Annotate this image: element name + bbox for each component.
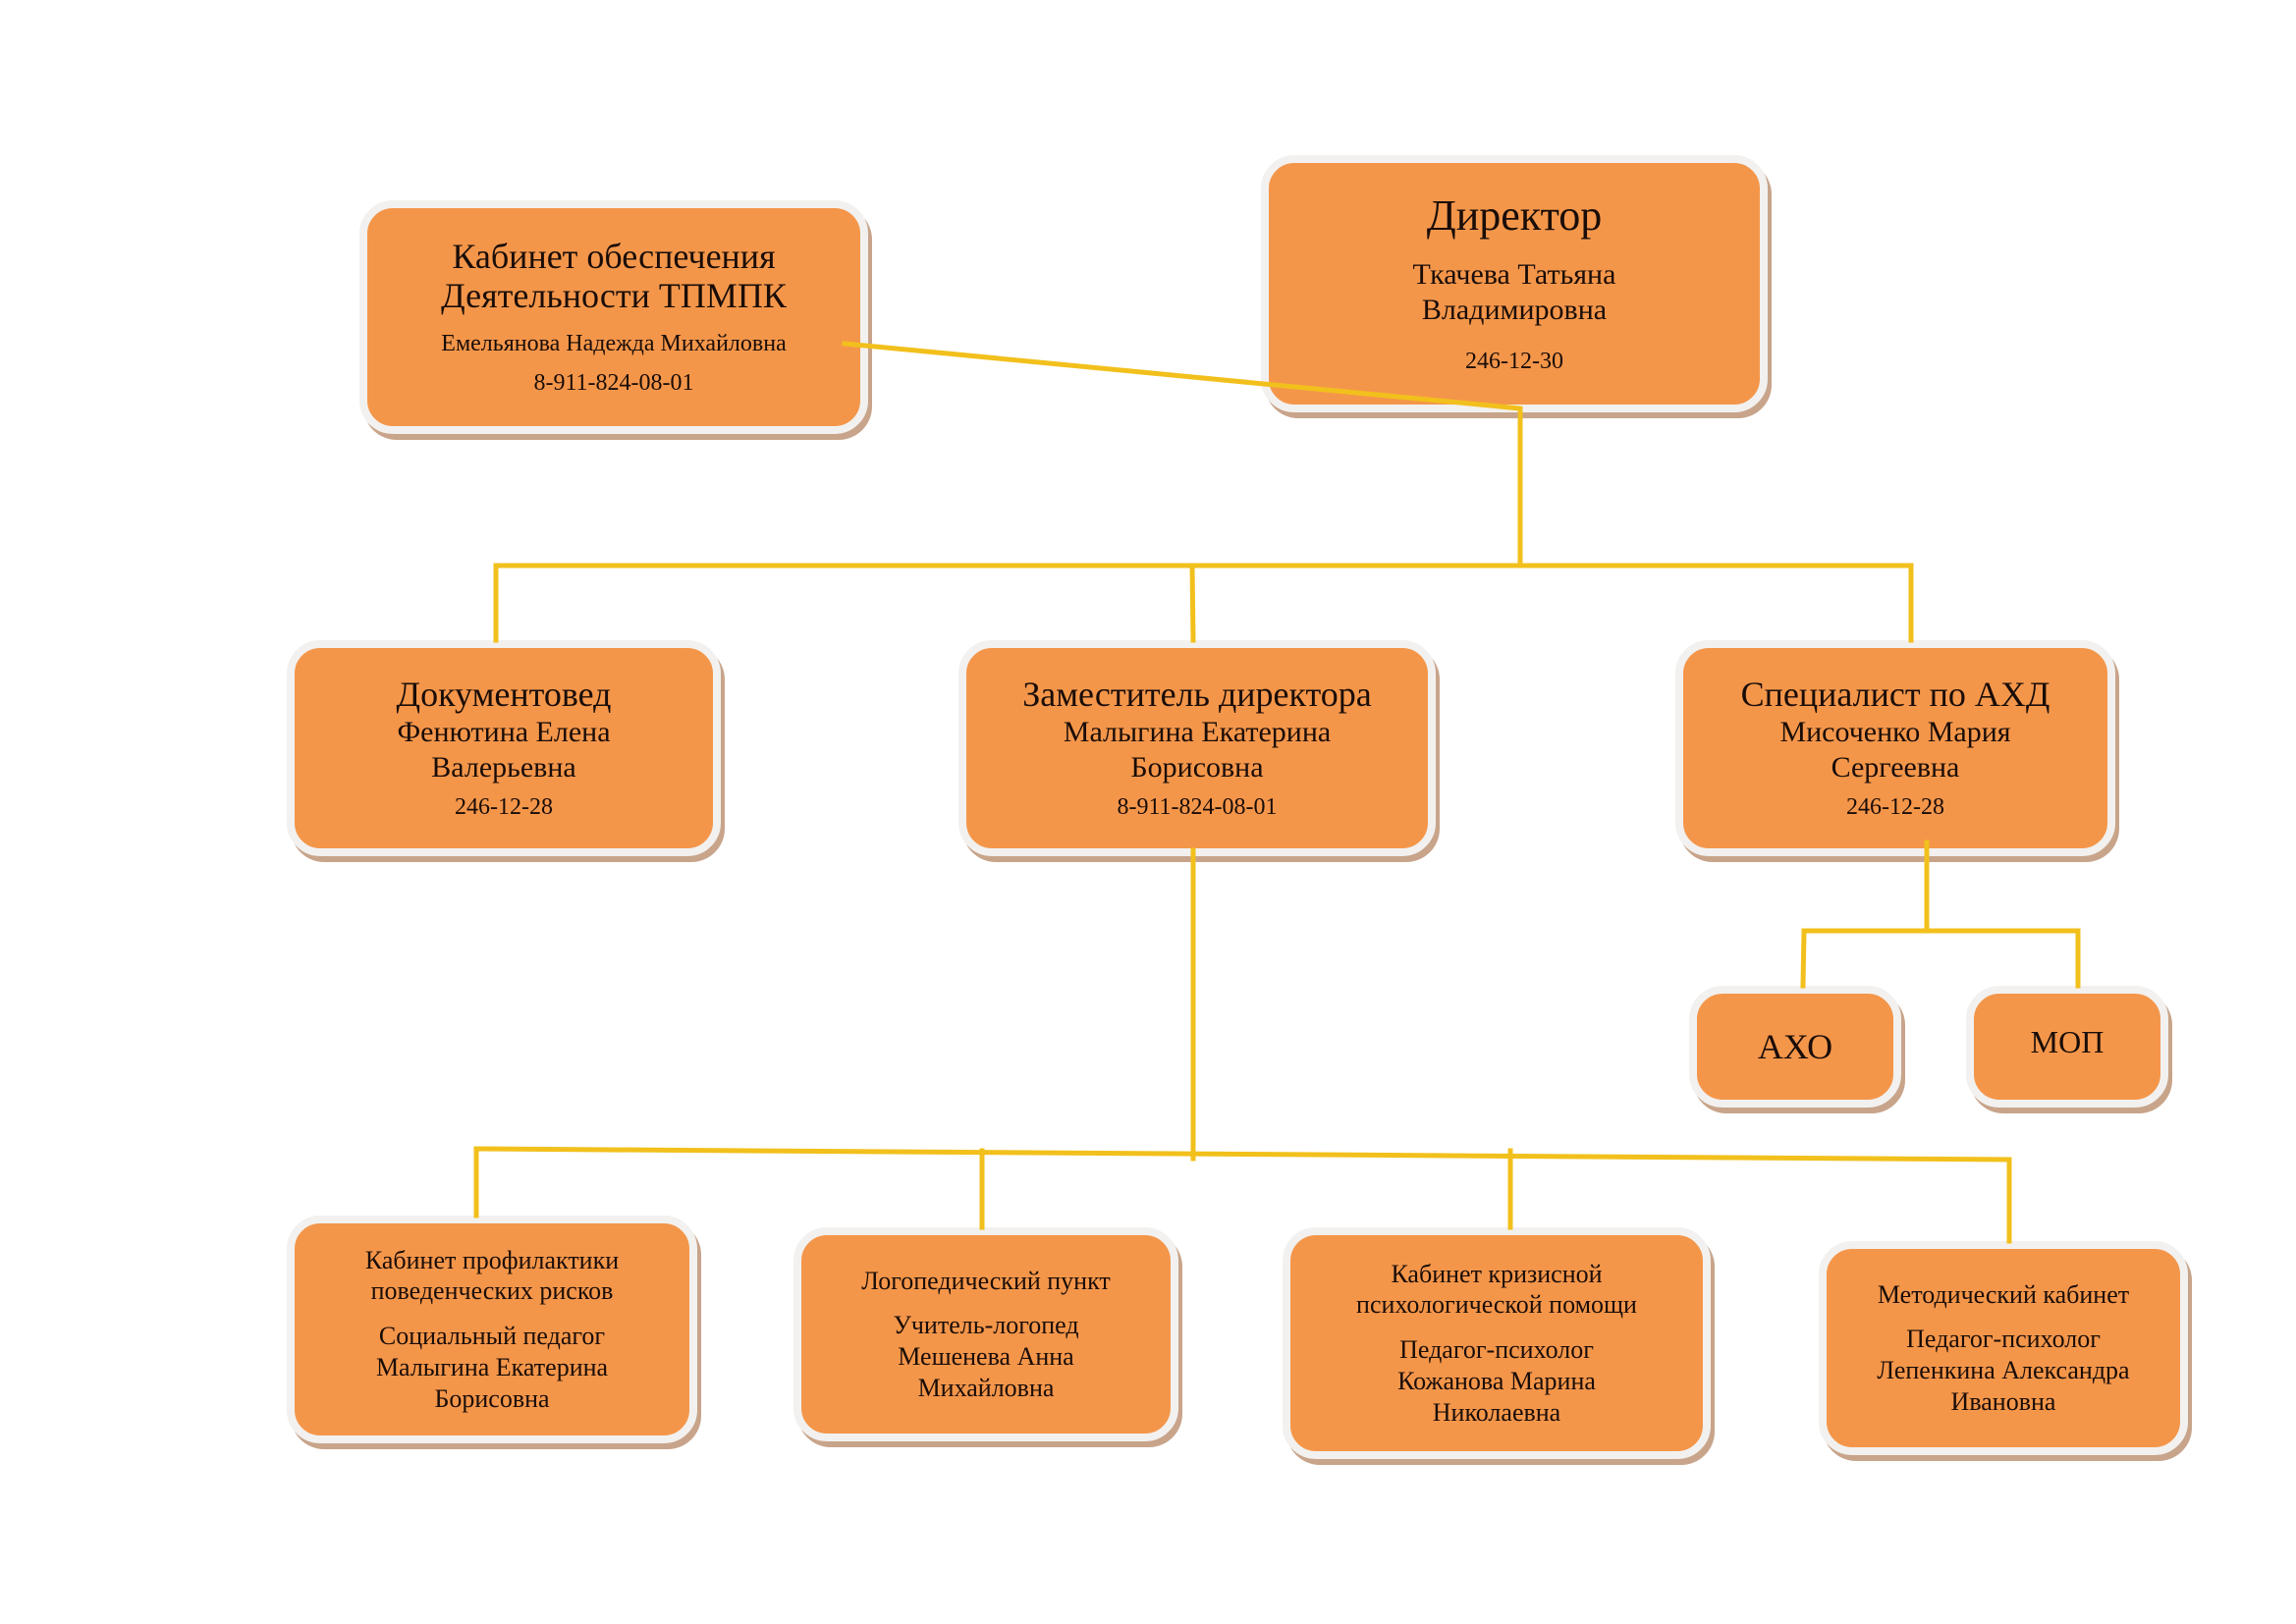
ahd-specialist-name-line2: Сергеевна [1831,750,1960,784]
connector-level3-bus [473,1146,2012,1163]
deputy-name-line2: Борисовна [1130,750,1264,784]
cabinet-support-phone: 8-911-824-08-01 [533,370,694,397]
documentoved-phone: 246-12-28 [455,793,553,820]
cabinet-support-name: Емельянова Надежда Михайловна [441,330,787,356]
node-mop: МОП [1966,986,2168,1108]
deputy-name-line1: Малыгина Екатерина [1063,715,1332,748]
aho-title: АХО [1757,1026,1833,1066]
prevention-title: Кабинет профилактики поведенческих риско… [365,1245,619,1307]
node-prevention-cabinet: Кабинет профилактики поведенческих риско… [287,1216,697,1443]
documentoved-title: Документовед [396,675,612,715]
node-director: Директор Ткачева Татьяна Владимировна 24… [1261,155,1768,412]
crisis-title-line2: психологической помощи [1356,1290,1637,1320]
director-name-line2: Владимировна [1421,294,1608,327]
crisis-title: Кабинет кризисной психологической помощи [1356,1259,1637,1321]
node-speech-point: Логопедический пункт Учитель-логопед Меш… [793,1227,1178,1441]
ahd-specialist-name-line1: Мисоченко Мария [1779,715,2011,748]
prevention-role: Социальный педагог [378,1322,606,1351]
node-cabinet-support: Кабинет обеспечения Деятельности ТПМПК Е… [359,200,868,434]
prevention-name-line2: Борисовна [434,1383,550,1413]
methodical-name-line2: Ивановна [1950,1386,2056,1416]
crisis-name-line2: Николаевна [1432,1397,1561,1427]
deputy-title: Заместитель директора [1022,675,1372,715]
node-aho: АХО [1689,986,1901,1108]
mop-title: МОП [2030,1024,2105,1060]
methodical-title: Методический кабинет [1877,1279,2130,1309]
connector-to-deputy [1189,563,1196,643]
prevention-title-line2: поведенческих рисков [370,1276,614,1306]
methodical-role: Педагог-психолог [1906,1325,2101,1354]
ahd-specialist-phone: 246-12-28 [1846,793,1944,820]
crisis-name-line1: Кожанова Марина [1397,1366,1596,1395]
director-name-line1: Ткачева Татьяна [1412,258,1616,292]
node-ahd-specialist: Специалист по АХД Мисоченко Мария Сергее… [1675,640,2115,856]
node-documentoved: Документовед Фенютина Елена Валерьевна 2… [287,640,721,856]
documentoved-name-line2: Валерьевна [431,750,576,784]
speech-name-line2: Михайловна [917,1373,1055,1402]
documentoved-name-line1: Фенютина Елена [397,715,611,748]
prevention-title-line1: Кабинет профилактики [364,1245,620,1274]
speech-role: Учитель-логопед [893,1311,1079,1340]
deputy-phone: 8-911-824-08-01 [1117,793,1278,820]
prevention-name-line1: Малыгина Екатерина [375,1352,609,1381]
node-methodical-cabinet: Методический кабинет Педагог-психолог Ле… [1819,1241,2188,1455]
methodical-name-line1: Лепенкина Александра [1877,1356,2130,1384]
cabinet-support-title: Кабинет обеспечения Деятельности ТПМПК [441,237,787,316]
cabinet-support-title-line2: Деятельности ТПМПК [441,276,787,316]
ahd-specialist-title: Специалист по АХД [1740,675,2050,715]
node-crisis-cabinet: Кабинет кризисной психологической помощи… [1283,1227,1711,1459]
cabinet-support-title-line1: Кабинет обеспечения [452,236,776,276]
director-title: Директор [1426,190,1603,240]
speech-title: Логопедический пункт [861,1266,1111,1295]
node-deputy-director: Заместитель директора Малыгина Екатерина… [958,640,1436,856]
director-phone: 246-12-30 [1465,349,1563,375]
connector-to-aho [1800,928,1807,989]
crisis-role: Педагог-психолог [1399,1335,1594,1365]
speech-name-line1: Мешенева Анна [898,1342,1074,1371]
crisis-title-line1: Кабинет кризисной [1391,1259,1603,1288]
